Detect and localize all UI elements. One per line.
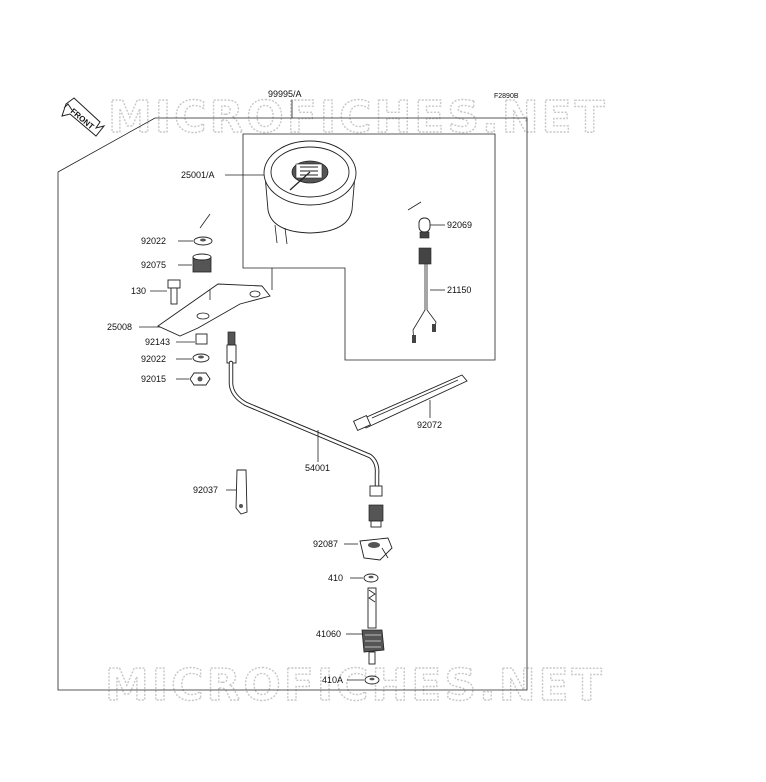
housing-92087: [359, 537, 393, 561]
label-25001-a: 25001/A: [181, 170, 215, 180]
label-92022-bottom: 92022: [141, 354, 166, 364]
front-arrow-icon: FRONT: [61, 97, 106, 137]
label-99995-a: 99995/A: [268, 89, 302, 99]
strap-92072: [352, 374, 468, 432]
cable-54001: [226, 331, 384, 528]
label-92022-top: 92022: [141, 236, 166, 246]
label-21150: 21150: [447, 285, 471, 295]
nut-92015: [189, 372, 211, 386]
label-92015: 92015: [141, 374, 166, 384]
label-92087: 92087: [313, 539, 338, 549]
watermark-top: MICROFICHES.NET: [108, 92, 608, 143]
label-410: 410: [328, 573, 343, 583]
label-41060: 41060: [316, 629, 341, 639]
clamp-92037: [235, 469, 248, 515]
meter-frame: [242, 133, 496, 361]
label-92075: 92075: [141, 260, 166, 270]
figure-code: F2890B: [494, 93, 519, 100]
meter-25001a: [263, 140, 357, 245]
grommet-92075: [192, 253, 212, 273]
label-92072: 92072: [417, 420, 442, 430]
pinion-41060: [361, 587, 385, 665]
assembly-frame: [57, 100, 528, 691]
label-25008: 25008: [107, 322, 132, 332]
washer-92022-top: [193, 236, 213, 246]
washer-92022-bottom: [192, 353, 210, 363]
washer-410: [363, 573, 379, 583]
label-54001: 54001: [305, 463, 330, 473]
socket-21150: [412, 247, 437, 343]
label-92037: 92037: [193, 485, 218, 495]
washer-410a: [364, 675, 380, 685]
watermark-bottom: MICROFICHES.NET: [105, 660, 605, 711]
label-130: 130: [131, 286, 146, 296]
bolt-130: [167, 279, 181, 305]
collar-92143: [195, 333, 208, 345]
bulb-92069: [407, 201, 431, 239]
label-410a: 410A: [322, 675, 343, 685]
bracket-25008: [157, 268, 273, 337]
label-92143: 92143: [145, 337, 170, 347]
label-92069: 92069: [447, 220, 472, 230]
